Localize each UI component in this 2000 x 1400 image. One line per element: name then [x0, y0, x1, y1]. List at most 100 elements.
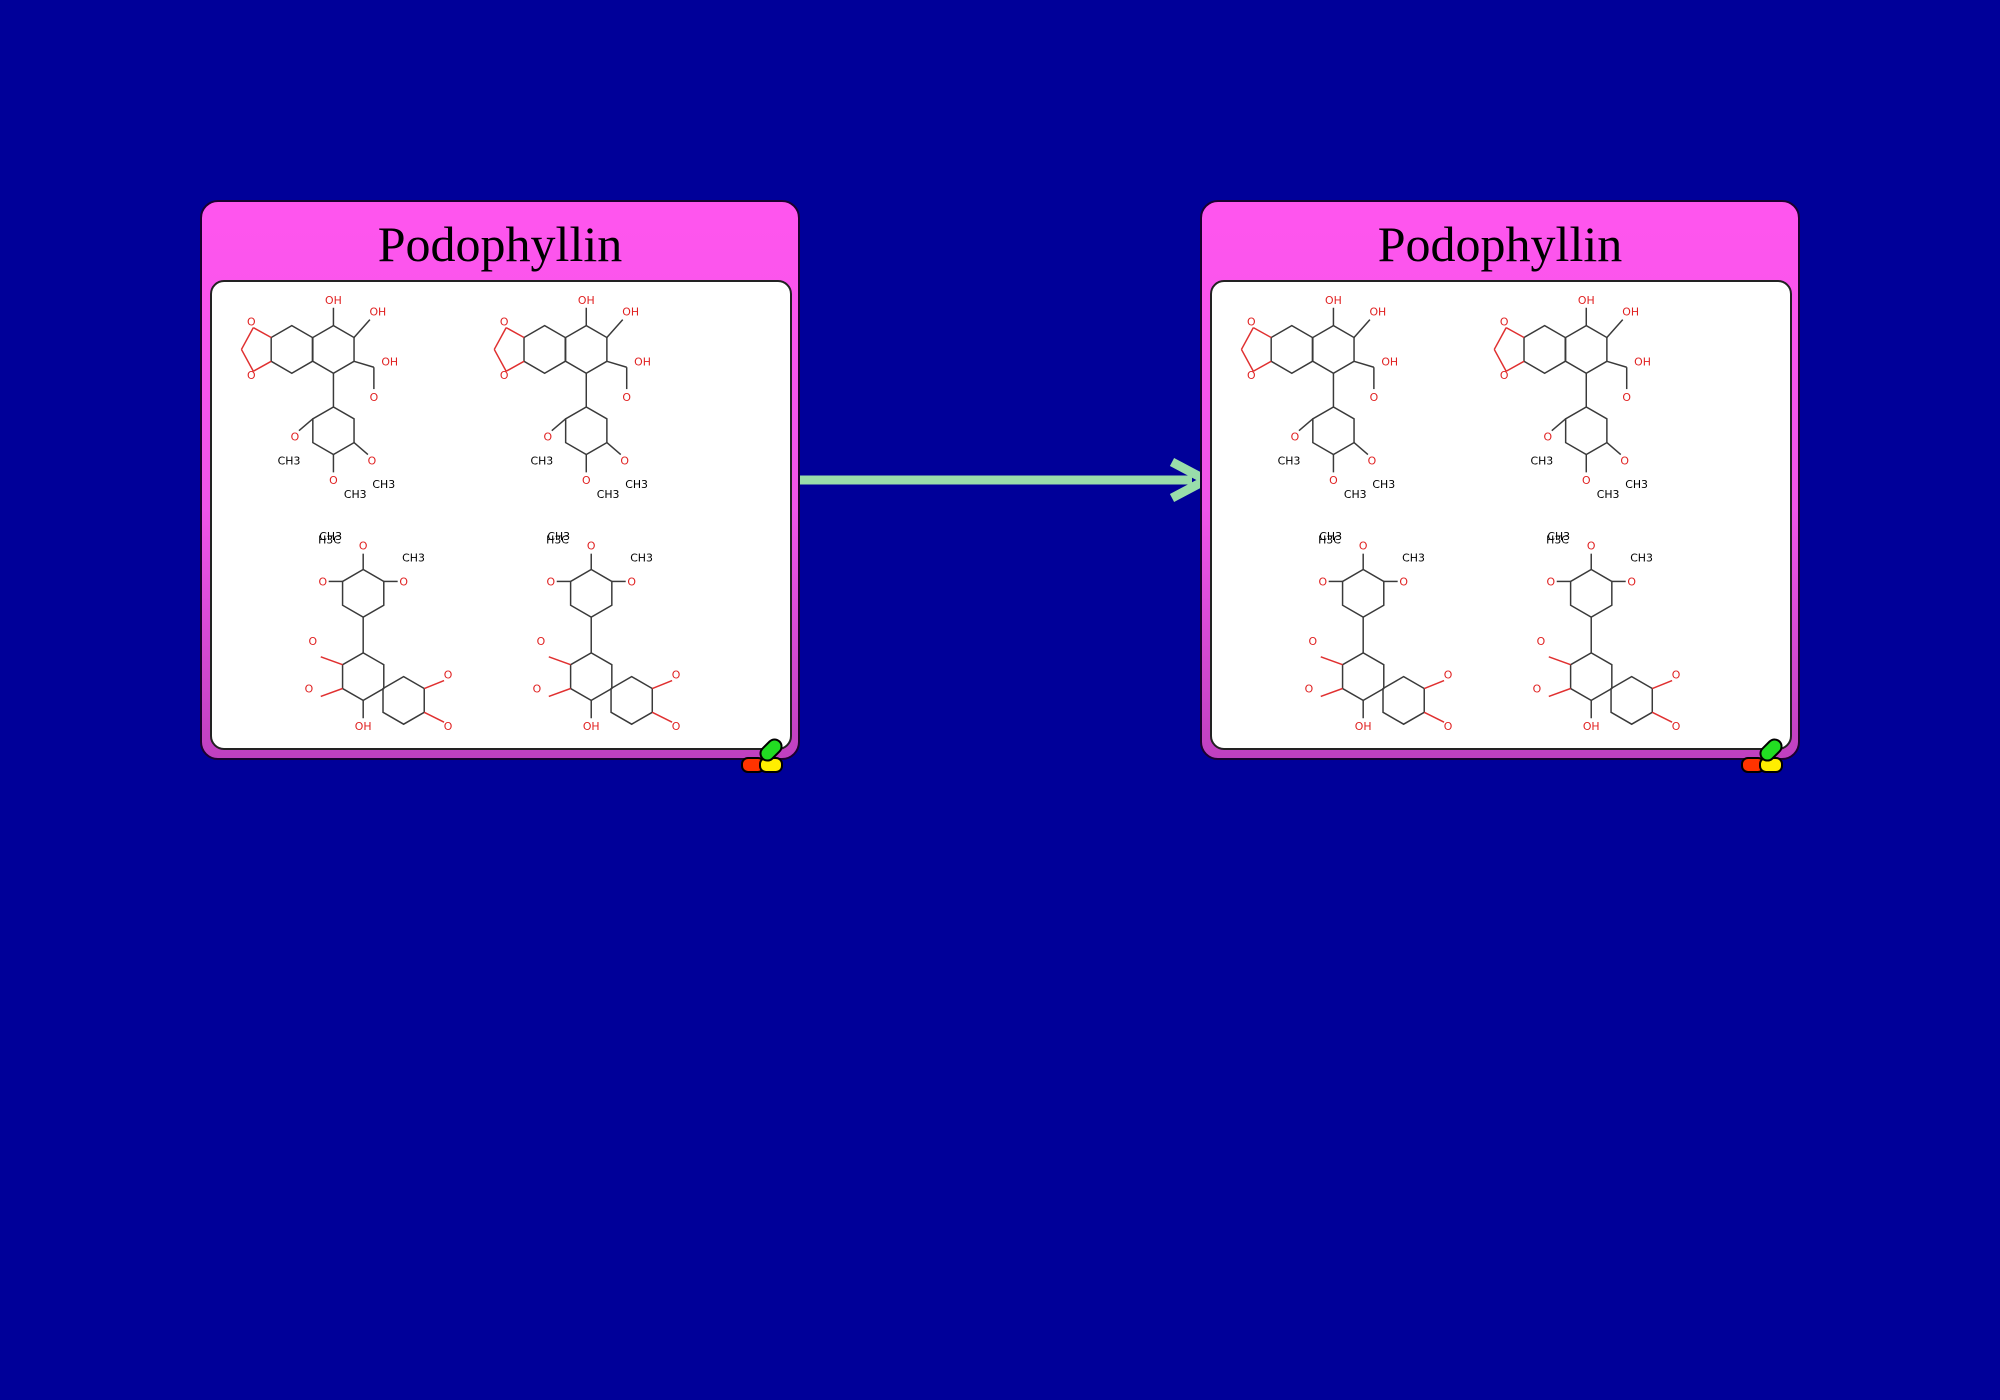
atom-label: O	[533, 682, 542, 695]
atom-label: O	[1247, 369, 1256, 382]
atom-label: O	[1399, 575, 1408, 588]
molecule-group: OOOHOHOHOOCH3OCH3OCH3OOOHOHOHOOCH3OCH3OC…	[240, 294, 681, 733]
molecule-structures: OOOHOHOHOOCH3OCH3OCH3OOOHOHOHOOCH3OCH3OC…	[1240, 294, 1681, 733]
atom-label: CH3	[1625, 478, 1648, 491]
atom-label: O	[1672, 669, 1681, 682]
atom-label: CH3	[344, 488, 367, 501]
node-title: Podophyllin	[1377, 216, 1623, 272]
atom-label: O	[1582, 474, 1591, 487]
atom-label: O	[544, 431, 553, 444]
atom-label: O	[1500, 369, 1509, 382]
pill-icon[interactable]	[740, 732, 790, 776]
atom-label: OH	[634, 355, 651, 368]
atom-label: O	[622, 391, 631, 404]
atom-label: O	[1247, 316, 1256, 329]
atom-label: O	[627, 575, 636, 588]
atom-label: O	[291, 431, 300, 444]
atom-label: O	[1500, 316, 1509, 329]
atom-label: O	[247, 369, 256, 382]
atom-label: O	[1620, 454, 1629, 467]
atom-label: O	[359, 540, 368, 553]
atom-label: CH3	[1344, 488, 1367, 501]
atom-label: O	[370, 391, 379, 404]
atom-label: H3C	[1318, 534, 1341, 547]
atom-label: O	[500, 316, 509, 329]
atom-label: CH3	[402, 552, 425, 565]
atom-label: H3C	[1546, 534, 1569, 547]
atom-label: OH	[1634, 355, 1651, 368]
atom-label: CH3	[630, 552, 653, 565]
atom-label: O	[318, 575, 327, 588]
node-title: Podophyllin	[377, 216, 623, 272]
atom-label: O	[305, 682, 314, 695]
atom-label: O	[247, 316, 256, 329]
atom-label: OH	[1369, 306, 1386, 319]
atom-label: O	[368, 454, 377, 467]
atom-label: CH3	[625, 478, 648, 491]
atom-label: O	[546, 575, 555, 588]
atom-label: O	[1444, 669, 1453, 682]
atom-label: O	[444, 669, 453, 682]
molecule-group: OOOHOHOHOOCH3OCH3OCH3OOOHOHOHOOCH3OCH3OC…	[1240, 294, 1681, 733]
atom-label: O	[1318, 575, 1327, 588]
atom-label: O	[329, 474, 338, 487]
atom-label: CH3	[278, 454, 301, 467]
atom-label: O	[1305, 682, 1314, 695]
atom-label: OH	[622, 306, 639, 319]
atom-label: CH3	[1547, 530, 1570, 543]
atom-label: OH	[325, 294, 342, 307]
atom-label: CH3	[1597, 488, 1620, 501]
atom-label: O	[444, 720, 453, 733]
pill-icon[interactable]	[1740, 732, 1790, 776]
atom-label: O	[1329, 474, 1338, 487]
atom-label: OH	[578, 294, 595, 307]
atom-label: CH3	[1402, 552, 1425, 565]
atom-label: CH3	[597, 488, 620, 501]
atom-label: O	[1546, 575, 1555, 588]
atom-label: O	[1672, 720, 1681, 733]
atom-label: O	[1622, 391, 1631, 404]
atom-label: H3C	[546, 534, 569, 547]
atom-label: O	[1587, 540, 1596, 553]
atom-label: O	[537, 635, 546, 648]
atom-label: O	[672, 720, 681, 733]
atom-label: OH	[1355, 720, 1372, 733]
atom-label: O	[1627, 575, 1636, 588]
atom-label: CH3	[530, 454, 553, 467]
atom-label: O	[582, 474, 591, 487]
atom-label: O	[1291, 431, 1300, 444]
atom-label: O	[399, 575, 408, 588]
atom-label: CH3	[1530, 454, 1553, 467]
atom-label: CH3	[1319, 530, 1342, 543]
atom-label: CH3	[547, 530, 570, 543]
atom-label: OH	[1583, 720, 1600, 733]
atom-label: CH3	[1630, 552, 1653, 565]
atom-label: O	[1370, 391, 1379, 404]
atom-label: OH	[1325, 294, 1342, 307]
atom-label: OH	[355, 720, 372, 733]
atom-label: OH	[1622, 306, 1639, 319]
atom-label: CH3	[319, 530, 342, 543]
atom-label: O	[1368, 454, 1377, 467]
atom-label: O	[1444, 720, 1453, 733]
atom-label: OH	[1578, 294, 1595, 307]
atom-label: OH	[583, 720, 600, 733]
atom-label: O	[1359, 540, 1368, 553]
atom-label: H3C	[318, 534, 341, 547]
molecule-structures: OOOHOHOHOOCH3OCH3OCH3OOOHOHOHOOCH3OCH3OC…	[240, 294, 681, 733]
atom-label: CH3	[372, 478, 395, 491]
atom-label: OH	[369, 306, 386, 319]
atom-label: OH	[1381, 355, 1398, 368]
atom-label: O	[587, 540, 596, 553]
atom-label: CH3	[1372, 478, 1395, 491]
atom-label: O	[620, 454, 629, 467]
atom-label: O	[1533, 682, 1542, 695]
atom-label: O	[1537, 635, 1546, 648]
atom-label: O	[1544, 431, 1553, 444]
atom-label: O	[309, 635, 318, 648]
